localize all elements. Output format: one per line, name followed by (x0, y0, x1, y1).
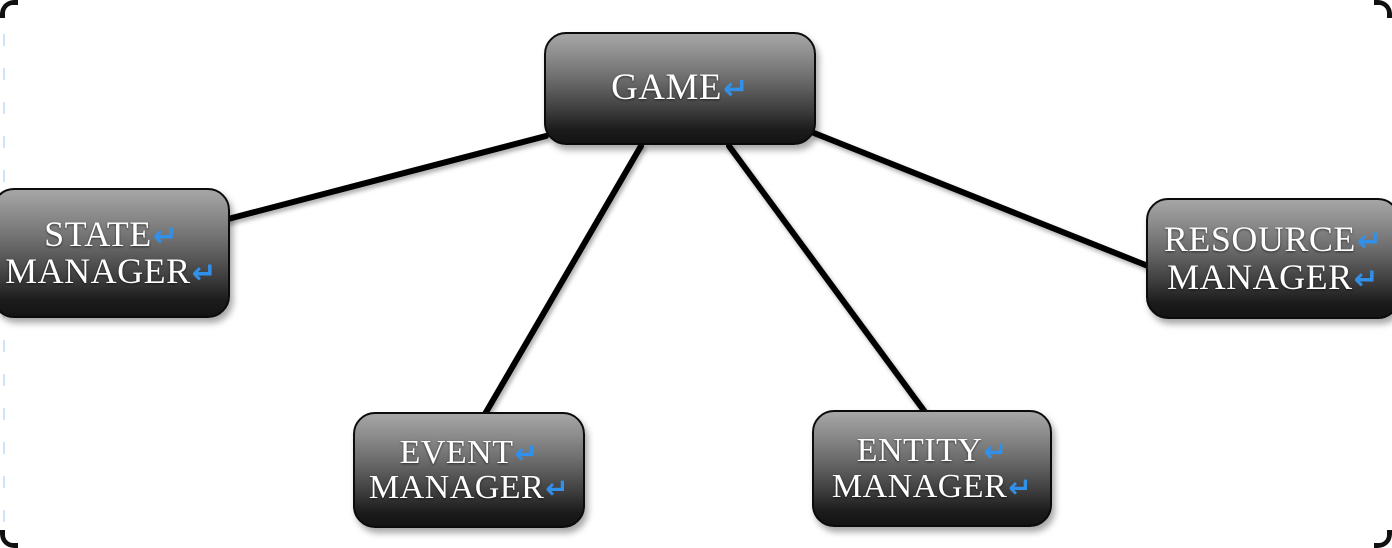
node-game-label: GAME↵ (611, 67, 749, 109)
node-state-manager-label: STATE↵MANAGER↵ (5, 213, 217, 291)
return-arrow-icon: ↵ (191, 256, 217, 290)
node-resource-manager[interactable]: RESOURCE↵MANAGER↵ (1146, 198, 1392, 319)
node-label-line: MANAGER↵ (831, 467, 1033, 505)
return-arrow-icon: ↵ (514, 436, 539, 470)
return-arrow-icon: ↵ (1353, 261, 1379, 296)
return-arrow-icon: ↵ (983, 435, 1008, 469)
node-label-line: MANAGER↵ (368, 469, 570, 506)
node-resource-manager-label: RESOURCE↵MANAGER↵ (1163, 219, 1383, 297)
node-label-line: STATE↵ (44, 213, 178, 254)
edge-game-event (482, 143, 644, 417)
node-state-manager[interactable]: STATE↵MANAGER↵ (0, 188, 230, 318)
return-arrow-icon: ↵ (1356, 224, 1383, 259)
return-arrow-icon: ↵ (723, 72, 749, 108)
node-label-line: MANAGER↵ (5, 251, 217, 291)
node-label-line: EVENT↵ (399, 433, 539, 471)
node-label-line: ENTITY↵ (856, 432, 1008, 470)
edge-game-state (225, 133, 549, 222)
edge-game-entity (726, 143, 928, 415)
return-arrow-icon: ↵ (152, 218, 178, 253)
return-arrow-icon: ↵ (545, 472, 570, 505)
node-entity-manager-label: ENTITY↵MANAGER↵ (832, 433, 1032, 504)
edge-game-resource (811, 130, 1151, 269)
node-label-line: GAME↵ (611, 67, 749, 109)
return-arrow-icon: ↵ (1008, 470, 1033, 504)
node-label-line: RESOURCE↵ (1163, 219, 1383, 260)
node-event-manager-label: EVENT↵MANAGER↵ (368, 433, 570, 506)
node-entity-manager[interactable]: ENTITY↵MANAGER↵ (812, 410, 1052, 527)
node-label-line: MANAGER↵ (1167, 256, 1379, 297)
node-event-manager[interactable]: EVENT↵MANAGER↵ (353, 412, 585, 528)
node-game[interactable]: GAME↵ (544, 32, 816, 145)
